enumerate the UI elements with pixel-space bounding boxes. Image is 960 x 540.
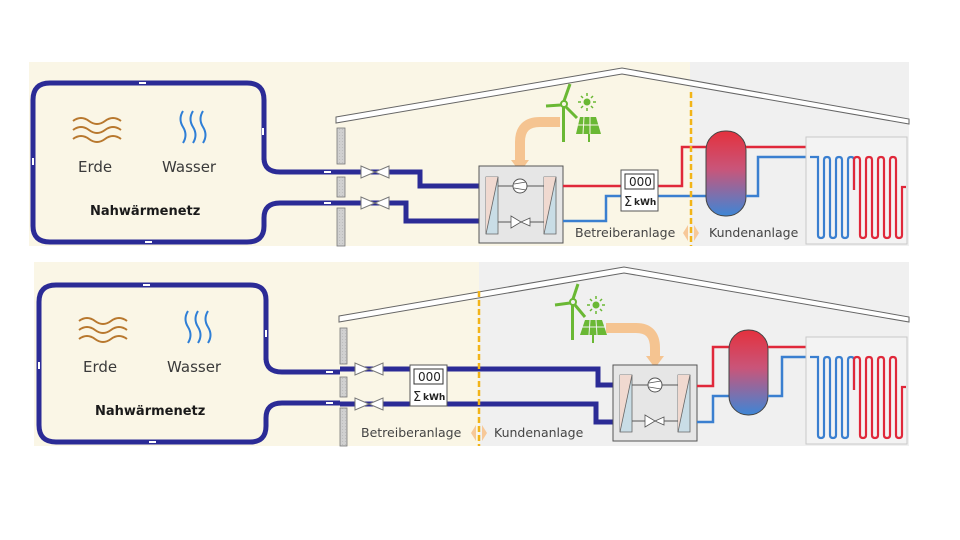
supply-hot-pipe: [563, 145, 706, 188]
zone-label-operator: Betreiberanlage: [575, 225, 676, 240]
flow-arrows: [38, 284, 333, 443]
source-label-water: Wasser: [162, 158, 217, 176]
power-arrow: [606, 323, 660, 358]
floor-heating: [805, 336, 908, 445]
water-waves-icon: [179, 110, 207, 144]
water-waves-icon: [184, 310, 212, 344]
source-label-earth: Erde: [83, 358, 117, 376]
meter-unit: kWh: [634, 198, 656, 208]
network-pipe-loop: [36, 282, 340, 445]
earth-waves-icon: [78, 317, 128, 343]
network-title: Nahwärmenetz: [90, 204, 200, 219]
compressor-icon: [647, 377, 663, 393]
meter-sigma: Σ: [413, 390, 421, 405]
heat-pump: [612, 364, 698, 442]
wind-turbine-icon: [545, 83, 579, 142]
buffer-tank: [728, 329, 769, 416]
building-roof: [335, 67, 910, 125]
source-label-water: Wasser: [167, 358, 222, 376]
power-arrow: [515, 117, 560, 162]
power-arrow-head: [646, 356, 664, 368]
solar-panel-icon: [580, 296, 607, 343]
return-cold-pipe: [697, 394, 729, 424]
solar-panel-icon: [576, 93, 601, 142]
tank-return-pipe: [746, 155, 810, 198]
buffer-tank: [705, 130, 747, 217]
network-pipe-loop: [30, 80, 338, 245]
network-pipe-supply: [261, 157, 338, 175]
shutoff-valve: [354, 397, 384, 411]
boundary-marker-icon: [471, 425, 487, 441]
zone-label-customer: Kundenanlage: [709, 225, 799, 240]
network-title: Nahwärmenetz: [95, 404, 205, 419]
zone-label-operator: Betreiberanlage: [361, 425, 462, 440]
expansion-valve-icon: [510, 215, 531, 229]
building-roof: [338, 266, 910, 323]
earth-waves-icon: [72, 117, 122, 143]
operator-zone-background: [29, 62, 690, 246]
wind-turbine-icon: [554, 283, 587, 340]
compressor-icon: [512, 178, 528, 194]
return-cold-pipe: [563, 194, 706, 223]
meter-unit: kWh: [423, 393, 445, 403]
shutoff-valve: [354, 362, 384, 376]
shutoff-valve: [360, 196, 390, 210]
source-label-earth: Erde: [78, 158, 112, 176]
meter-reading: 000: [418, 370, 441, 384]
flow-arrows: [32, 82, 331, 243]
tank-return-pipe: [768, 355, 810, 398]
boundary-marker-icon: [683, 225, 699, 241]
zone-label-customer: Kundenanlage: [494, 425, 584, 440]
heat-meter: 000 Σ kWh: [409, 364, 448, 407]
network-pipe-supply: [263, 357, 340, 375]
meter-reading: 000: [629, 175, 652, 189]
expansion-valve-icon: [644, 414, 665, 428]
building-wall: [336, 127, 346, 247]
heat-pump: [478, 165, 564, 244]
diagram-variant-2: Erde Wasser Nahwärmenetz 000 Σ kWh Bet: [34, 262, 910, 447]
floor-heating: [805, 136, 908, 245]
supply-hot-pipe: [697, 345, 729, 388]
supply-pipe-inside: [340, 366, 614, 388]
operator-zone-background: [34, 262, 479, 446]
return-pipe-inside: [340, 401, 614, 425]
shutoff-valve: [360, 165, 390, 179]
meter-sigma: Σ: [624, 195, 632, 210]
diagram-variant-1: Erde Wasser Nahwärmenetz: [29, 62, 910, 247]
building-wall: [339, 327, 348, 447]
heat-meter: 000 Σ kWh: [620, 169, 659, 212]
